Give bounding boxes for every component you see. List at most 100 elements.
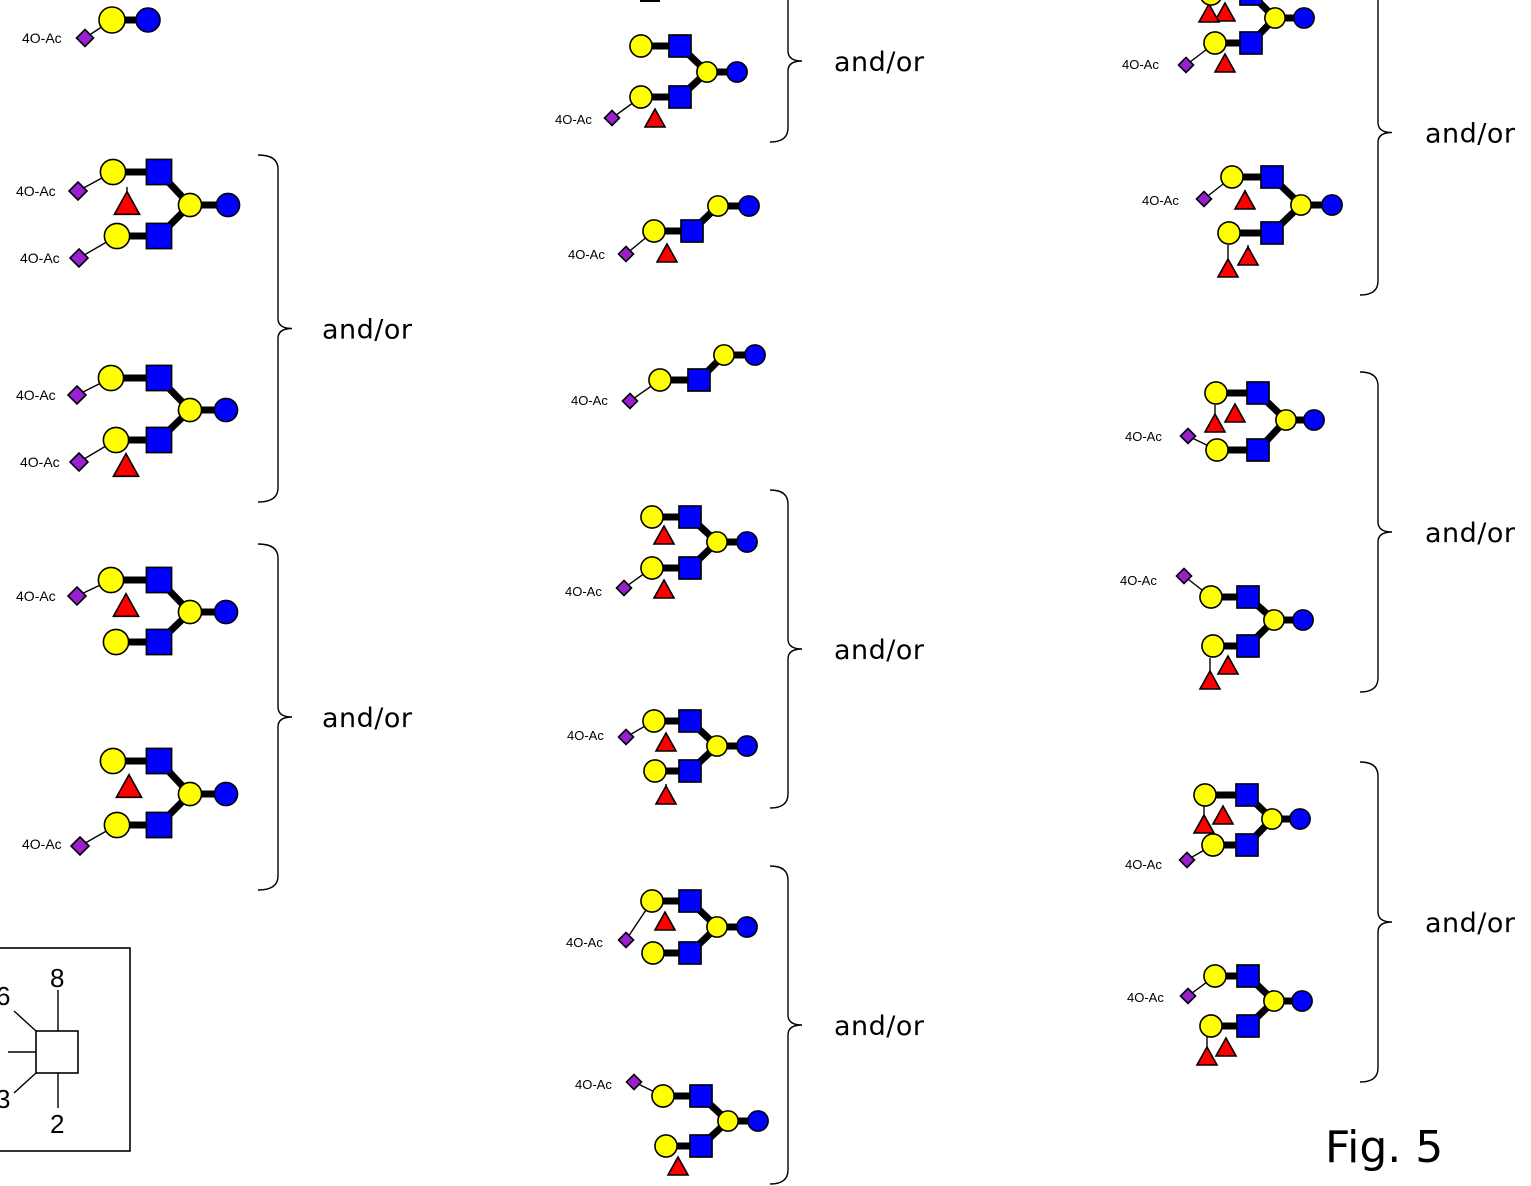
purple-diamond-icon (66, 585, 88, 607)
purple-diamond-icon (617, 728, 635, 746)
yellow-circle-icon (706, 916, 728, 938)
purple-diamond-icon (603, 109, 621, 127)
purple-diamond-icon (1177, 56, 1195, 74)
yellow-circle-icon (643, 759, 667, 783)
blue-square-icon (145, 222, 173, 250)
red-triangle-icon (654, 784, 678, 805)
red-triangle-icon (1216, 257, 1240, 278)
brace-icon (769, 0, 803, 143)
acetyl-label: 4O-Ac (571, 393, 608, 408)
purple-diamond-icon (1178, 851, 1196, 869)
purple-diamond-icon (68, 247, 90, 269)
yellow-circle-icon (629, 34, 653, 58)
purple-diamond-icon (1195, 190, 1213, 208)
red-triangle-icon (643, 107, 667, 128)
and-or-label: and/or (834, 1011, 925, 1042)
cropped-glcnac-icon (640, 0, 660, 2)
blue-square-icon (1246, 438, 1270, 462)
yellow-circle-icon (1263, 990, 1285, 1012)
legend-position-2: 2 (50, 1109, 64, 1139)
blue-circle-icon (1303, 409, 1325, 431)
yellow-circle-icon (713, 344, 735, 366)
red-triangle-icon (652, 524, 676, 545)
brace-icon (769, 489, 803, 809)
acetyl-label: 4O-Ac (16, 387, 56, 403)
yellow-circle-icon (1263, 609, 1285, 631)
blue-square-icon (678, 759, 702, 783)
figure-label: Fig. 5 (1325, 1122, 1443, 1173)
blue-square-icon (689, 1134, 713, 1158)
yellow-circle-icon (706, 735, 728, 757)
red-triangle-icon (1213, 1, 1237, 22)
yellow-circle-icon (98, 6, 126, 34)
purple-diamond-icon (67, 180, 89, 202)
and-or-label: and/or (322, 315, 413, 346)
purple-diamond-icon (75, 28, 95, 48)
blue-square-icon (1246, 381, 1270, 405)
blue-square-icon (145, 426, 173, 454)
blue-square-icon (1236, 964, 1260, 988)
blue-square-icon (145, 158, 173, 186)
blue-square-icon (687, 368, 711, 392)
red-triangle-icon (1236, 245, 1260, 266)
red-triangle-icon (655, 242, 679, 263)
yellow-circle-icon (629, 85, 653, 109)
yellow-circle-icon (707, 195, 729, 217)
yellow-circle-icon (177, 397, 203, 423)
yellow-circle-icon (97, 364, 125, 392)
blue-circle-icon (1293, 7, 1315, 29)
blue-square-icon (689, 1084, 713, 1108)
legend-position-8: 8 (50, 963, 64, 993)
blue-square-icon (678, 889, 702, 913)
blue-circle-icon (213, 599, 239, 625)
acetyl-label: 4O-Ac (566, 935, 603, 950)
purple-diamond-icon (625, 1073, 643, 1091)
yellow-circle-icon (1275, 409, 1297, 431)
yellow-circle-icon (641, 941, 665, 965)
red-triangle-icon (1198, 669, 1222, 690)
yellow-circle-icon (177, 599, 203, 625)
red-triangle-icon (1192, 813, 1216, 834)
brace-icon (769, 865, 803, 1185)
purple-diamond-icon (621, 392, 639, 410)
red-triangle-icon (666, 1155, 690, 1176)
purple-diamond-icon (1175, 567, 1193, 585)
modification-labels: 4O-Ac4O-Ac4O-Ac4O-Ac4O-Ac4O-Ac4O-Ac4O-Ac… (16, 30, 1179, 1092)
blue-circle-icon (1321, 194, 1343, 216)
brace-icon (1359, 371, 1393, 693)
acetyl-label: 4O-Ac (22, 30, 62, 46)
yellow-circle-icon (1203, 964, 1227, 988)
blue-square-icon (678, 556, 702, 580)
yellow-circle-icon (640, 889, 664, 913)
yellow-circle-icon (177, 781, 203, 807)
and-or-label: and/or (1425, 119, 1516, 150)
purple-diamond-icon (615, 579, 633, 597)
yellow-circle-icon (97, 566, 125, 594)
purple-diamond-icon (1179, 987, 1197, 1005)
blue-square-icon (1235, 783, 1259, 807)
and-or-label: and/or (322, 703, 413, 734)
brace-icon (257, 154, 293, 503)
red-triangle-icon (653, 910, 677, 931)
acetyl-label: 4O-Ac (565, 584, 602, 599)
yellow-circle-icon (1201, 833, 1225, 857)
purple-diamond-icon (617, 245, 635, 263)
red-triangle-icon (1216, 654, 1240, 675)
acetyl-label: 4O-Ac (20, 454, 60, 470)
blue-circle-icon (1289, 808, 1311, 830)
red-triangle-icon (1213, 52, 1237, 73)
red-triangle-icon (654, 731, 678, 752)
blue-square-icon (145, 811, 173, 839)
acetyl-label: 4O-Ac (16, 183, 56, 199)
red-triangle-icon (1214, 1036, 1238, 1057)
and-or-label: and/or (1425, 518, 1516, 549)
blue-square-icon (1239, 0, 1263, 6)
blue-circle-icon (135, 7, 161, 33)
blue-square-icon (145, 566, 173, 594)
yellow-circle-icon (1203, 31, 1227, 55)
yellow-circle-icon (102, 426, 130, 454)
yellow-circle-icon (103, 222, 131, 250)
blue-circle-icon (747, 1110, 769, 1132)
yellow-circle-icon (1205, 438, 1229, 462)
